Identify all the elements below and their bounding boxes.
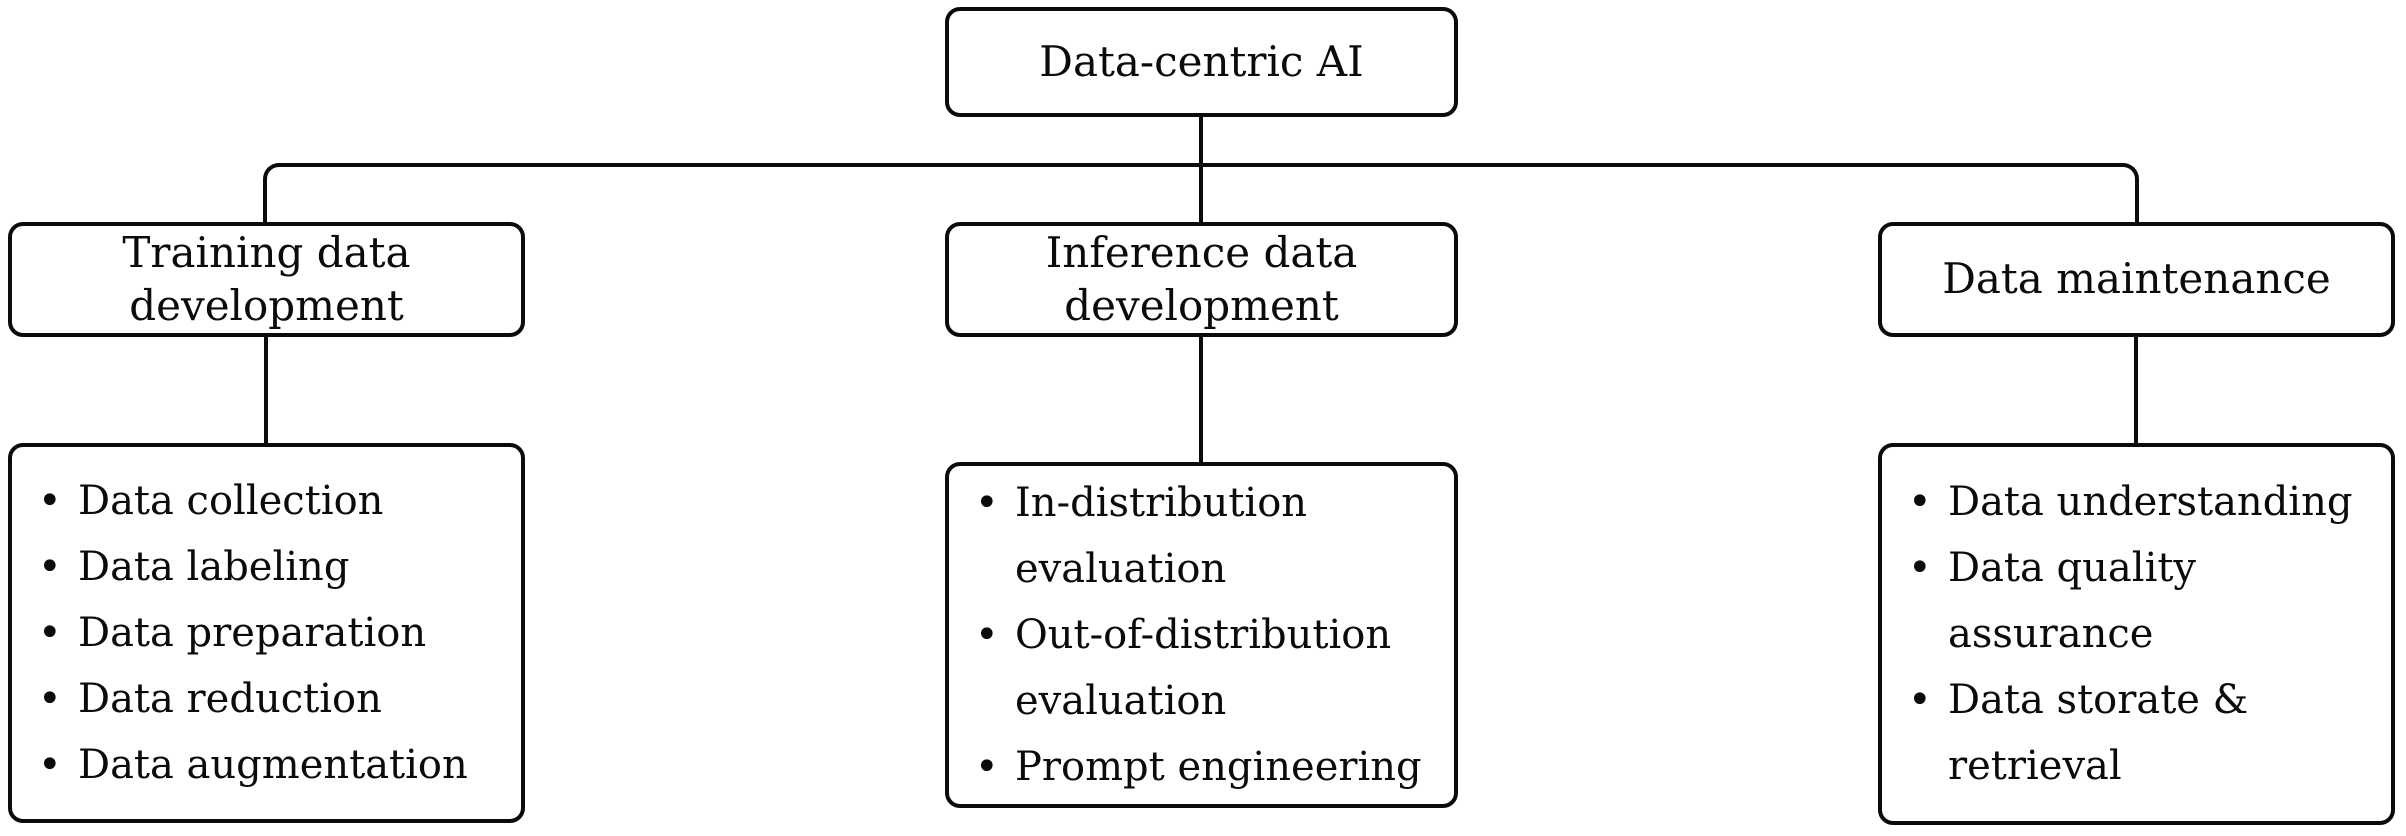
connector-branch-bar-left bbox=[263, 163, 1203, 222]
list-item: • Data storate & retrieval bbox=[1908, 667, 2387, 799]
list-item-label: Data labeling bbox=[78, 544, 350, 590]
root-node-label: Data-centric AI bbox=[1039, 36, 1364, 86]
list-item-label: Data collection bbox=[78, 478, 384, 524]
list-item: • Prompt engineering bbox=[975, 734, 1450, 800]
connector-maintenance-list-stem bbox=[2134, 335, 2138, 447]
bullet-icon: • bbox=[38, 544, 62, 590]
connector-inference-list-stem bbox=[1199, 335, 1203, 466]
bullet-icon: • bbox=[1908, 479, 1932, 525]
bullet-list: • Data understanding • Data quality assu… bbox=[1908, 469, 2387, 799]
branch-node-training-data-development: Training data development bbox=[8, 222, 525, 337]
list-node-training-data-development: • Data collection • Data labeling • Data… bbox=[8, 443, 525, 823]
list-item: • Data reduction bbox=[38, 666, 517, 732]
list-item-label: Data preparation bbox=[78, 610, 427, 656]
bullet-icon: • bbox=[38, 610, 62, 656]
branch-node-inference-data-development: Inference data development bbox=[945, 222, 1458, 337]
bullet-icon: • bbox=[975, 744, 999, 790]
branch-title: Inference data development bbox=[1045, 227, 1358, 330]
list-item-label: Data storate & retrieval bbox=[1948, 677, 2249, 789]
bullet-icon: • bbox=[38, 676, 62, 722]
bullet-icon: • bbox=[38, 478, 62, 524]
root-node: Data-centric AI bbox=[945, 7, 1458, 117]
list-item: • Data labeling bbox=[38, 534, 517, 600]
list-item-label: Data quality assurance bbox=[1948, 545, 2197, 657]
bullet-icon: • bbox=[1908, 545, 1932, 591]
branch-title: Training data development bbox=[122, 227, 411, 330]
connector-branch-bar-right bbox=[1203, 163, 2139, 222]
bullet-icon: • bbox=[975, 612, 999, 658]
list-node-data-maintenance: • Data understanding • Data quality assu… bbox=[1878, 443, 2395, 825]
list-item: • Data collection bbox=[38, 468, 517, 534]
bullet-list: • Data collection • Data labeling • Data… bbox=[38, 468, 517, 798]
list-item: • Data preparation bbox=[38, 600, 517, 666]
bullet-icon: • bbox=[1908, 677, 1932, 723]
list-item: • In-distribution evaluation bbox=[975, 470, 1450, 602]
list-item-label: In-distribution evaluation bbox=[1015, 480, 1308, 592]
list-item: • Out-of-distribution evaluation bbox=[975, 602, 1450, 734]
bullet-icon: • bbox=[975, 480, 999, 526]
list-item-label: Data augmentation bbox=[78, 742, 468, 788]
list-item-label: Out-of-distribution evaluation bbox=[1015, 612, 1392, 724]
list-item-label: Prompt engineering bbox=[1015, 744, 1422, 790]
list-item: • Data understanding bbox=[1908, 469, 2387, 535]
list-node-inference-data-development: • In-distribution evaluation • Out-of-di… bbox=[945, 462, 1458, 808]
list-item: • Data augmentation bbox=[38, 732, 517, 798]
list-item-label: Data understanding bbox=[1948, 479, 2353, 525]
branch-node-data-maintenance: Data maintenance bbox=[1878, 222, 2395, 337]
branch-title: Data maintenance bbox=[1942, 254, 2331, 304]
list-item: • Data quality assurance bbox=[1908, 535, 2387, 667]
connector-training-list-stem bbox=[264, 335, 268, 447]
bullet-list: • In-distribution evaluation • Out-of-di… bbox=[975, 470, 1450, 800]
list-item-label: Data reduction bbox=[78, 676, 382, 722]
bullet-icon: • bbox=[38, 742, 62, 788]
